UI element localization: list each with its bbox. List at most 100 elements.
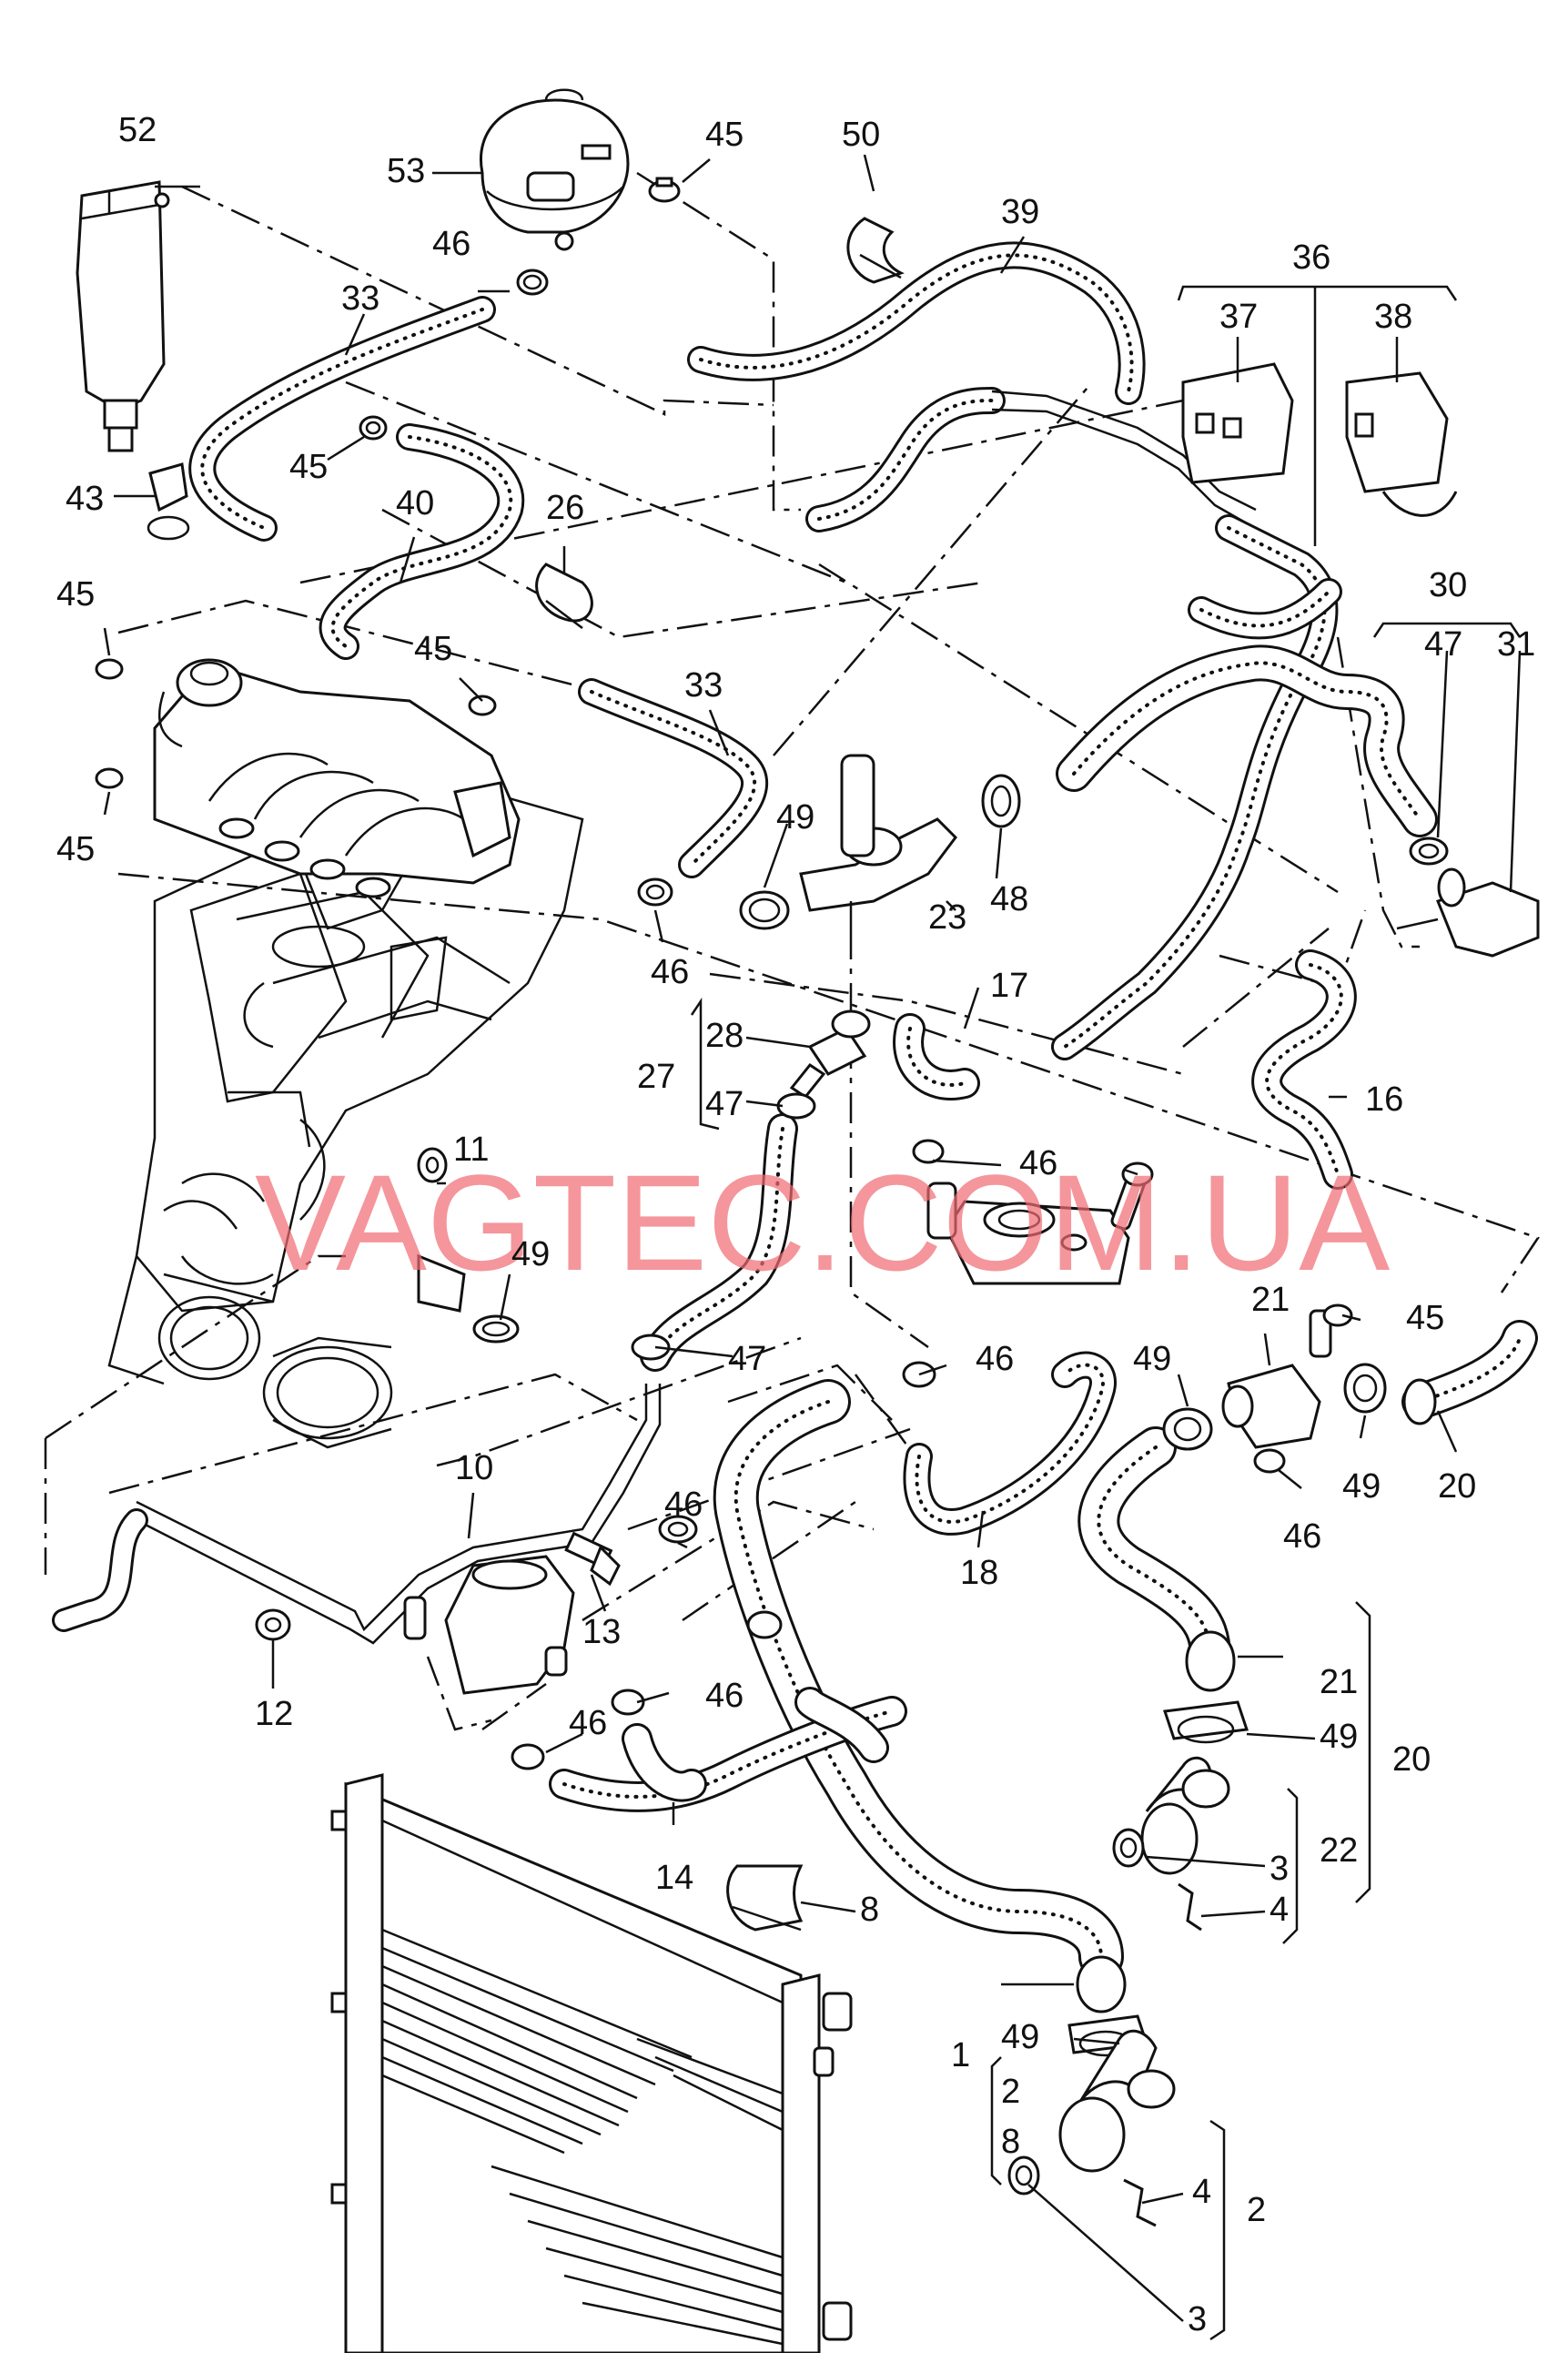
callout-49: 49 [511,1235,550,1273]
clip-50 [846,217,905,284]
hose-36 [1051,514,1339,1060]
clamp-46-mid [637,877,673,907]
pipe-10 [52,1384,662,1645]
callout-43: 43 [66,480,104,518]
callout-49: 49 [1320,1718,1358,1756]
clamp-46-top [516,269,549,296]
callout-46: 46 [1283,1517,1321,1556]
clamp-47-mid [776,1092,816,1120]
callout-8: 8 [860,1891,879,1929]
fitting-28 [789,1009,871,1100]
callout-12: 12 [255,1695,293,1733]
clamp-49-e [1162,1700,1249,1744]
hose-16 [1251,949,1357,1190]
hose-end-1 [1076,1955,1127,2013]
callout-30: 30 [1429,566,1467,604]
oil-cooler [926,1172,1147,1285]
hose-40 [319,423,525,660]
callout-4: 4 [1192,2173,1211,2211]
callout-labels: 52 53 45 50 39 36 37 38 46 33 43 45 40 2… [56,111,1535,2338]
hose-14 [549,1687,907,1812]
callout-49: 49 [1133,1340,1171,1378]
elbow-2 [1058,2029,1176,2173]
expansion-tank-53 [480,88,630,251]
clamp-49-left [472,1314,520,1344]
callout-2: 2 [1247,2191,1266,2229]
clip-43 [147,462,190,541]
callout-46: 46 [664,1486,703,1524]
callout-11: 11 [453,1131,489,1169]
callout-2: 2 [1001,2073,1020,2111]
callout-46: 46 [432,225,470,263]
clamp-45-top [648,177,681,203]
thermostat-housing [1221,1309,1332,1449]
callout-52: 52 [118,111,157,149]
callout-20: 20 [1392,1740,1431,1779]
callout-21: 21 [1251,1281,1290,1319]
callout-18: 18 [960,1554,998,1592]
leader-lines [103,154,1522,2341]
seal-11 [417,1147,448,1183]
callout-49: 49 [1001,2018,1039,2056]
callout-33: 33 [341,279,379,318]
bolt-13 [564,1531,621,1587]
callout-28: 28 [705,1017,744,1055]
callout-45: 45 [289,448,328,486]
clamp-49-right-a [1162,1407,1213,1451]
callout-46: 46 [569,1704,607,1742]
hoses [52,241,1538,1980]
radiator [330,1773,853,2353]
hose-18 [903,1351,1117,1536]
callout-21: 21 [1320,1663,1358,1701]
intake-manifold [153,658,521,898]
seal-3-lower [1007,2155,1040,2196]
clamp-46-h [511,1743,545,1770]
hose-branch-upper [1188,578,1342,640]
callout-22: 22 [1320,1831,1358,1870]
callout-45: 45 [705,116,744,154]
engine-block [107,781,584,1449]
clamp-45-mid [359,415,388,441]
clamp-46-g [611,1689,645,1716]
callout-45: 45 [56,575,95,614]
clamp-45-left-a [95,658,124,680]
callout-37: 37 [1219,298,1258,336]
callout-3: 3 [1270,1850,1289,1888]
callout-16: 16 [1365,1080,1403,1119]
expansion-tank-52 [76,180,170,452]
clamp-48 [981,774,1021,828]
callout-39: 39 [1001,193,1039,231]
clamp-45-left-b [95,767,124,789]
clamp-49-right-b [1343,1363,1387,1414]
clip-8 [726,1864,804,1932]
callout-38: 38 [1374,298,1412,336]
clip-4-lower [1123,2178,1157,2227]
elbow-22 [1140,1756,1230,1875]
callout-4: 4 [1270,1891,1289,1929]
callout-49: 49 [1342,1467,1381,1506]
hose-20-upper [1401,1320,1538,1420]
flange-23 [799,754,957,928]
seal-3-upper [1112,1828,1145,1868]
connector-38 [1345,371,1458,517]
callout-8: 8 [1001,2123,1020,2161]
callout-20: 20 [1438,1467,1476,1506]
hose-21 [1077,1426,1231,1678]
callout-47: 47 [728,1340,766,1378]
hose-30 [1056,644,1438,837]
hose-39-lower [805,387,1257,532]
connector-37 [1181,362,1294,484]
hose-27 [640,1113,798,1372]
hose-1-radiator [713,1379,1124,1980]
clip-26 [535,563,593,629]
callout-50: 50 [842,116,880,154]
callout-31: 31 [1497,625,1535,664]
hose-33-top [188,296,496,542]
callout-27: 27 [637,1058,675,1096]
callout-36: 36 [1292,238,1330,277]
callout-45: 45 [414,630,452,668]
clamp-47-low [631,1334,671,1361]
hose-33-middle [578,678,769,878]
callout-48: 48 [990,880,1028,918]
callout-14: 14 [655,1859,693,1897]
